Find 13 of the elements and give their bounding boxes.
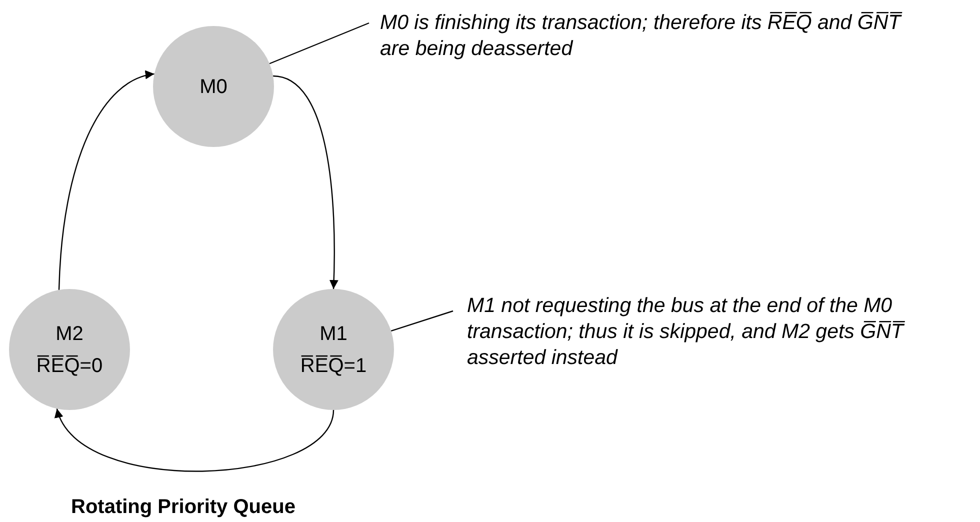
leader-line xyxy=(390,310,454,332)
arrow xyxy=(58,71,154,290)
state-name: M2 xyxy=(56,322,84,346)
leader-line xyxy=(269,22,370,64)
annotation-text: M1 not requesting the bus at the end of the M0 transaction; thus it is skipped, and M2 gets G̅N̅T̅ asserted instead xyxy=(467,293,906,371)
state-name: M0 xyxy=(200,74,228,100)
state-name: M1 xyxy=(320,322,348,346)
signal-value: R̅E̅Q̅=0 xyxy=(36,354,103,378)
signal-value: R̅E̅Q̅=1 xyxy=(300,354,367,378)
arrow xyxy=(56,408,334,472)
arrow xyxy=(272,75,338,290)
caption: Rotating Priority Queue xyxy=(71,496,296,519)
annotation-text: M0 is finishing its transaction; therefore its R̅E̅Q̅ and G̅N̅T̅ are being deasserted xyxy=(380,10,904,62)
